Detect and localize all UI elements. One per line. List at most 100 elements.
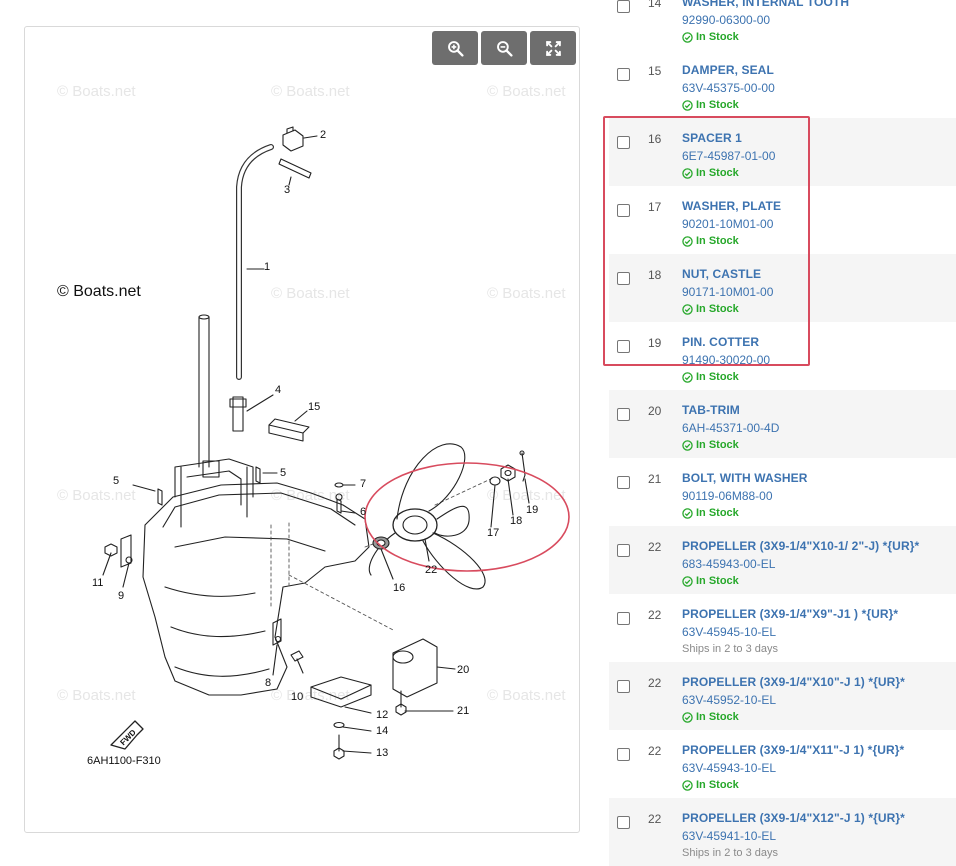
callout-number: 11 — [92, 577, 104, 589]
part-name-link[interactable]: PIN. COTTER — [682, 335, 760, 349]
part-checkbox[interactable] — [617, 544, 630, 557]
part-checkbox[interactable] — [617, 136, 630, 149]
availability-status: In Stock — [682, 575, 739, 587]
part-number-link[interactable]: 63V-45945-10-EL — [682, 625, 777, 639]
availability-status: In Stock — [682, 371, 739, 383]
part-number-link[interactable]: 90201-10M01-00 — [682, 217, 774, 231]
zoom-out-icon — [496, 40, 513, 57]
diagram-copyright: © Boats.net — [57, 283, 141, 300]
part-name-link[interactable]: PROPELLER (3X9-1/4"X9"-J1 ) *{UR}* — [682, 607, 899, 621]
part-number-link[interactable]: 63V-45375-00-00 — [682, 81, 775, 95]
availability-status: In Stock — [682, 235, 739, 247]
check-circle-icon — [682, 167, 693, 179]
exploded-parts-drawing — [102, 126, 570, 760]
part-number-link[interactable]: 6AH-45371-00-4D — [682, 421, 780, 435]
parts-list: 14 WASHER, INTERNAL TOOTH 92990-06300-00… — [609, 0, 956, 866]
part-number-link[interactable]: 90171-10M01-00 — [682, 285, 774, 299]
part-name-link[interactable]: DAMPER, SEAL — [682, 63, 774, 77]
availability-text: In Stock — [696, 779, 739, 791]
part-ref-number: 16 — [648, 132, 662, 146]
part-checkbox[interactable] — [617, 476, 630, 489]
availability-status: In Stock — [682, 99, 739, 111]
part-number-link[interactable]: 91490-30020-00 — [682, 353, 771, 367]
check-circle-icon — [682, 303, 693, 315]
availability-text: In Stock — [696, 31, 739, 43]
part-checkbox[interactable] — [617, 748, 630, 761]
part-number-link[interactable]: 92990-06300-00 — [682, 13, 771, 27]
part-row: 22 PROPELLER (3X9-1/4"X10"-J 1) *{UR}* 6… — [609, 662, 956, 730]
part-row: 15 DAMPER, SEAL 63V-45375-00-00 In Stock — [609, 50, 956, 118]
part-name-link[interactable]: PROPELLER (3X9-1/4"X10-1/ 2"-J) *{UR}* — [682, 539, 920, 553]
part-name-link[interactable]: SPACER 1 — [682, 131, 742, 145]
part-number-link[interactable]: 683-45943-00-EL — [682, 557, 776, 571]
part-name-link[interactable]: TAB-TRIM — [682, 403, 740, 417]
parts-diagram-panel: © Boats.net © Boats.net © Boats.net © Bo… — [24, 26, 580, 833]
watermark: © Boats.net — [57, 687, 136, 704]
part-ref-number: 21 — [648, 472, 662, 486]
part-checkbox[interactable] — [617, 204, 630, 217]
part-row: 22 PROPELLER (3X9-1/4"X9"-J1 ) *{UR}* 63… — [609, 594, 956, 662]
callout-number: 16 — [393, 582, 406, 594]
availability-status: In Stock — [682, 507, 739, 519]
part-checkbox[interactable] — [617, 0, 630, 13]
part-ref-number: 22 — [648, 812, 662, 826]
watermark: © Boats.net — [271, 285, 350, 302]
part-name-link[interactable]: PROPELLER (3X9-1/4"X11"-J 1) *{UR}* — [682, 743, 905, 757]
check-circle-icon — [682, 575, 693, 587]
part-ref-number: 22 — [648, 744, 662, 758]
part-number-link[interactable]: 90119-06M88-00 — [682, 489, 773, 503]
watermark: © Boats.net — [271, 687, 350, 704]
part-checkbox[interactable] — [617, 408, 630, 421]
watermark: © Boats.net — [487, 687, 566, 704]
callout-number: 5 — [113, 475, 120, 487]
part-checkbox[interactable] — [617, 340, 630, 353]
part-number-link[interactable]: 63V-45941-10-EL — [682, 829, 777, 843]
availability-status: Ships in 2 to 3 days — [682, 847, 778, 859]
check-circle-icon — [682, 507, 693, 519]
part-ref-number: 17 — [648, 200, 662, 214]
availability-text: In Stock — [696, 167, 739, 179]
fullscreen-button[interactable] — [530, 31, 576, 65]
part-checkbox[interactable] — [617, 68, 630, 81]
part-checkbox[interactable] — [617, 612, 630, 625]
part-name-link[interactable]: PROPELLER (3X9-1/4"X12"-J 1) *{UR}* — [682, 811, 905, 825]
zoom-in-button[interactable] — [432, 31, 478, 65]
part-checkbox[interactable] — [617, 680, 630, 693]
callout-number: 5 — [280, 467, 287, 479]
part-checkbox[interactable] — [617, 816, 630, 829]
callout-number: 3 — [284, 184, 291, 196]
part-number-link[interactable]: 63V-45952-10-EL — [682, 693, 777, 707]
zoom-out-button[interactable] — [481, 31, 527, 65]
part-name-link[interactable]: NUT, CASTLE — [682, 267, 762, 281]
availability-text: In Stock — [696, 303, 739, 315]
callout-number: 6 — [360, 506, 367, 518]
highlight-ellipse — [364, 462, 570, 572]
zoom-in-icon — [447, 40, 464, 57]
fullscreen-icon — [545, 40, 561, 56]
availability-status: In Stock — [682, 439, 739, 451]
callout-number: 8 — [265, 677, 272, 689]
availability-text: In Stock — [696, 439, 739, 451]
watermark: © Boats.net — [57, 83, 136, 100]
availability-text: In Stock — [696, 507, 739, 519]
part-row: 19 PIN. COTTER 91490-30020-00 In Stock — [609, 322, 956, 390]
watermark: © Boats.net — [271, 83, 350, 100]
availability-status: In Stock — [682, 303, 739, 315]
availability-text: In Stock — [696, 711, 739, 723]
watermark: © Boats.net — [487, 487, 566, 504]
callout-number: 20 — [457, 664, 470, 676]
part-name-link[interactable]: BOLT, WITH WASHER — [682, 471, 808, 485]
part-name-link[interactable]: WASHER, INTERNAL TOOTH — [682, 0, 850, 9]
check-circle-icon — [682, 99, 693, 111]
check-circle-icon — [682, 235, 693, 247]
part-ref-number: 18 — [648, 268, 662, 282]
diagram-code: 6AH1100-F310 — [87, 755, 161, 767]
part-row: 20 TAB-TRIM 6AH-45371-00-4D In Stock — [609, 390, 956, 458]
part-number-link[interactable]: 63V-45943-10-EL — [682, 761, 777, 775]
part-name-link[interactable]: PROPELLER (3X9-1/4"X10"-J 1) *{UR}* — [682, 675, 905, 689]
part-ref-number: 19 — [648, 336, 662, 350]
part-number-link[interactable]: 6E7-45987-01-00 — [682, 149, 776, 163]
callout-number: 1 — [264, 261, 271, 273]
part-name-link[interactable]: WASHER, PLATE — [682, 199, 782, 213]
part-checkbox[interactable] — [617, 272, 630, 285]
